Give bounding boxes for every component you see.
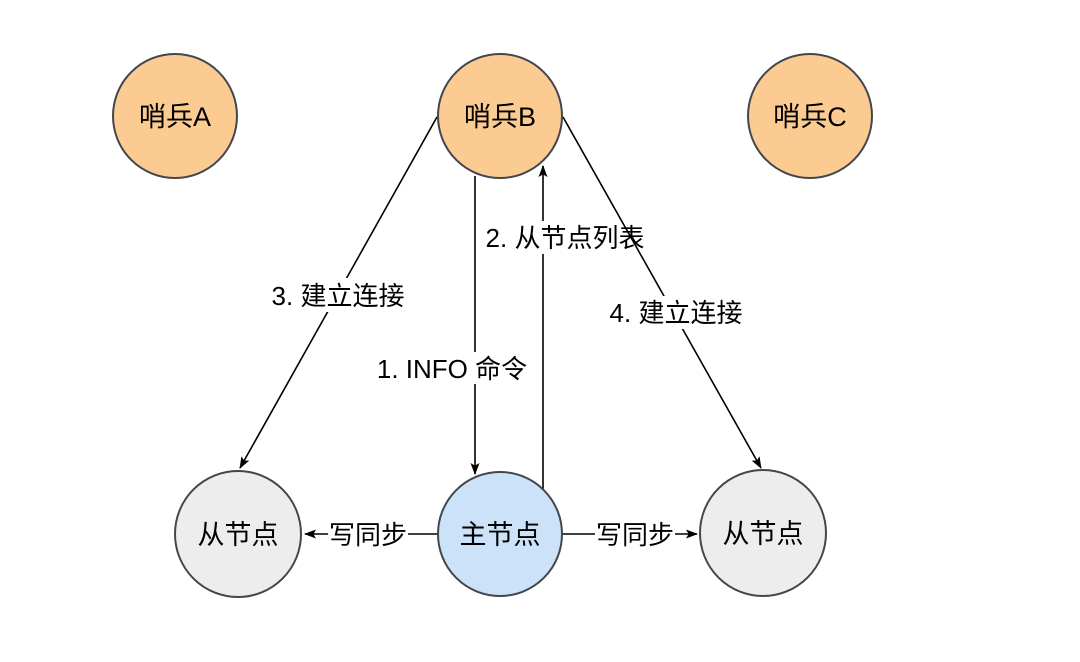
node-sentinel-c: 哨兵C	[747, 53, 873, 179]
edge-write-sync-right-label-bg	[595, 519, 675, 550]
edge-info-command-label-bg	[376, 352, 526, 384]
node-slave-right-label: 从节点	[723, 519, 804, 549]
node-slave-left-circle	[174, 470, 302, 598]
node-sentinel-b: 哨兵B	[437, 53, 563, 179]
node-sentinel-a-label: 哨兵A	[139, 102, 211, 132]
edge-connect-left-label: 3. 建立连接	[272, 281, 405, 311]
edge-write-sync-right-label: 写同步	[596, 520, 674, 550]
node-master-circle	[437, 471, 563, 597]
node-slave-right: 从节点	[699, 469, 827, 597]
node-sentinel-c-circle	[747, 53, 873, 179]
node-master: 主节点	[437, 471, 563, 597]
node-sentinel-a-circle	[112, 53, 238, 179]
edge-connect-left-label-bg	[262, 278, 414, 312]
node-slave-left: 从节点	[174, 470, 302, 598]
edge-slave-list-label-bg	[477, 221, 653, 254]
node-master-label: 主节点	[460, 520, 541, 550]
node-sentinel-b-label: 哨兵B	[464, 102, 536, 132]
edge-connect-right-label: 4. 建立连接	[610, 298, 743, 328]
node-sentinel-c-label: 哨兵C	[773, 102, 847, 132]
edge-info-command-label: 1. INFO 命令	[377, 354, 527, 384]
edge-write-sync-left-label-bg	[328, 519, 408, 550]
edge-write-sync-left-label: 写同步	[329, 520, 407, 550]
node-sentinel-a: 哨兵A	[112, 53, 238, 179]
edge-connect-right-arrow	[562, 116, 762, 469]
edge-slave-list-label: 2. 从节点列表	[486, 223, 645, 253]
node-slave-left-label: 从节点	[198, 520, 279, 550]
node-sentinel-b-circle	[437, 53, 563, 179]
node-slave-right-circle	[699, 469, 827, 597]
edge-connect-right-label-bg	[602, 296, 750, 329]
